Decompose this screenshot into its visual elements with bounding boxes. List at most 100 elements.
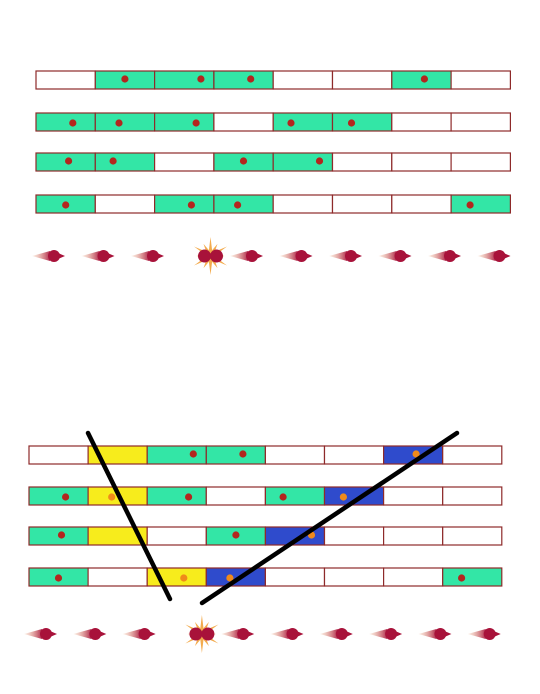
collision-particle-left <box>198 249 211 263</box>
grid-row <box>28 486 503 506</box>
grid-cell <box>383 526 444 546</box>
arrow-tip <box>305 253 313 259</box>
grid-row <box>28 567 503 587</box>
grid-cell <box>264 486 326 506</box>
particle-dot <box>109 157 117 165</box>
arrow-head <box>335 628 348 640</box>
grid-row <box>28 526 503 546</box>
arrow-tip <box>256 253 263 259</box>
collision-particle-right <box>210 249 223 263</box>
grid-cell <box>146 486 207 506</box>
particle-dot <box>62 201 70 209</box>
particle-dot <box>185 493 193 501</box>
grid-cell <box>331 112 393 132</box>
arrow-head <box>385 628 398 640</box>
particle-dot <box>62 493 70 501</box>
arrow-tail <box>81 251 100 261</box>
grid-cell <box>154 70 215 90</box>
particle-dot <box>412 450 420 458</box>
particle-dot <box>189 450 197 458</box>
arrow-head <box>237 628 250 640</box>
particle-dot <box>232 531 240 539</box>
arrow-head <box>97 250 110 262</box>
arrow-head <box>48 250 60 262</box>
particle-dot <box>121 75 129 83</box>
grid-cell <box>272 194 334 214</box>
arrow-tip <box>50 631 57 637</box>
arrow-tip <box>493 631 501 637</box>
particle-dot <box>287 119 295 127</box>
arrow-head <box>483 628 496 640</box>
grid-cell <box>35 112 96 132</box>
particle-dot <box>192 119 200 127</box>
grid-cell <box>442 486 503 506</box>
particle-dot <box>115 119 123 127</box>
grid-cell <box>450 112 512 132</box>
particle-dot <box>180 574 188 582</box>
arrow-head <box>40 628 52 640</box>
particle-dot <box>420 75 428 83</box>
grid-cell <box>450 70 512 90</box>
arrow-head <box>286 628 299 640</box>
arrow-tip <box>355 253 362 259</box>
grid-cell <box>383 486 444 506</box>
grid-row <box>28 445 503 465</box>
particle-dot <box>339 493 347 501</box>
arrow-tail <box>279 251 298 261</box>
grid-cell <box>94 194 156 214</box>
grid-cell <box>442 567 503 587</box>
grid-cell <box>391 194 452 214</box>
arrow-head <box>434 628 447 640</box>
grid-cell <box>154 112 215 132</box>
arrow-tail <box>369 629 388 639</box>
arrow-tail <box>122 629 141 639</box>
arrow-tip <box>296 631 304 637</box>
particle-dot <box>247 75 255 83</box>
grid-cell <box>154 194 215 214</box>
particle-dot <box>65 157 73 165</box>
particle-dot <box>187 201 195 209</box>
grid-cell <box>94 152 156 172</box>
grid-cell <box>450 152 512 172</box>
right-diagonal-line <box>199 430 460 606</box>
particle-dot <box>239 450 247 458</box>
arrow-tip <box>395 631 403 637</box>
grid-cell <box>272 70 334 90</box>
grid-cell <box>272 112 334 132</box>
arrow-tip <box>58 253 65 259</box>
grid-cell <box>264 567 326 587</box>
collision-particle-left <box>189 627 203 641</box>
left-diagonal-line <box>85 430 173 602</box>
grid-cell <box>323 445 385 465</box>
grid-cell <box>213 194 274 214</box>
grid-cell <box>264 445 326 465</box>
arrow-tail <box>477 251 496 261</box>
grid-cell <box>28 445 89 465</box>
arrow-tip <box>404 253 412 259</box>
grid-cell <box>323 526 385 546</box>
grid-cell <box>383 567 444 587</box>
arrow-tail <box>319 629 338 639</box>
arrow-tail <box>329 251 347 261</box>
arrow-head <box>89 628 102 640</box>
particle-dot <box>226 574 234 582</box>
arrow-tail <box>221 629 240 639</box>
arrow-tail <box>131 251 149 261</box>
arrow-head <box>493 250 506 262</box>
arrow-tip <box>99 631 107 637</box>
particle-dot <box>57 531 66 539</box>
arrow-tip <box>157 253 164 259</box>
grid-cell <box>205 486 267 506</box>
arrow-head <box>246 250 258 262</box>
grid-cell <box>146 445 207 465</box>
particle-dot <box>54 574 63 582</box>
grid-cell <box>87 567 148 587</box>
arrow-tail <box>230 251 248 261</box>
grid-row <box>35 70 512 90</box>
arrow-tail <box>73 629 92 639</box>
grid-cell <box>442 526 503 546</box>
grid-cell <box>331 152 393 172</box>
particle-dot <box>279 493 287 501</box>
grid-row <box>35 194 512 214</box>
